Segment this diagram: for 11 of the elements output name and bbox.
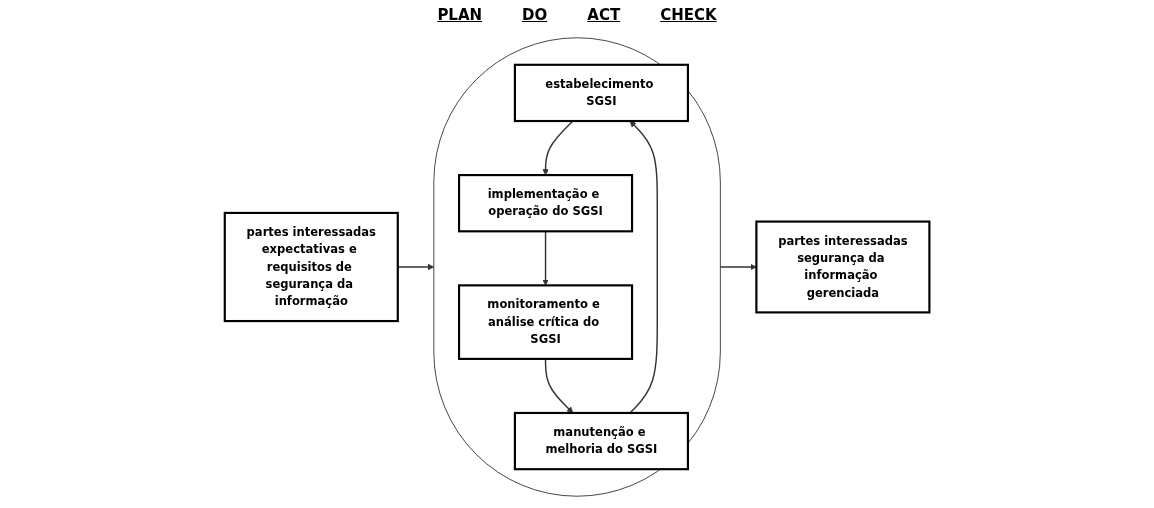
- phase-label: ACT: [587, 6, 621, 24]
- phase-label: CHECK: [660, 6, 717, 24]
- node-box: partes interessadas expectativas e requisitos de segurança da informação: [223, 211, 399, 323]
- phase-label: PLAN: [437, 6, 483, 24]
- node-box: monitoramento e análise crítica do SGSI: [457, 284, 634, 360]
- node-box: manutenção e melhoria do SGSI: [513, 411, 689, 471]
- phase-label: DO: [522, 6, 548, 24]
- arrow: [719, 263, 757, 271]
- node-box: implementação e operação do SGSI: [457, 174, 634, 233]
- node-box: partes interessadas segurança da informação gerenciada: [755, 220, 931, 314]
- node-box: estabelecimento SGSI: [513, 63, 689, 123]
